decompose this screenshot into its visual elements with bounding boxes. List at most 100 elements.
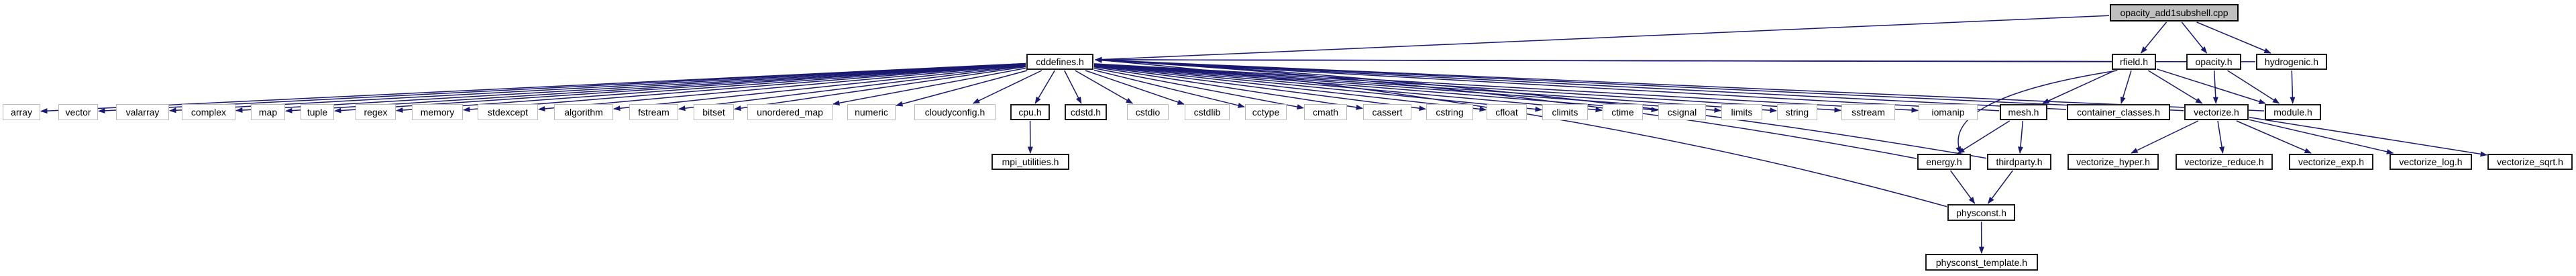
graph-node-fstream: fstream (629, 104, 678, 120)
edge-cddefines-h-to-stdexcept (538, 64, 1026, 111)
graph-node-module-h[interactable]: module.h (2265, 104, 2321, 120)
graph-node-memory: memory (412, 104, 463, 120)
graph-node-ctime: ctime (1603, 104, 1643, 120)
graph-node-hydrogenic-h[interactable]: hydrogenic.h (2256, 54, 2327, 70)
edge-cddefines-h-to-tuple (334, 63, 1026, 113)
graph-node-vectorize-exp-h[interactable]: vectorize_exp.h (2289, 154, 2373, 170)
edge-cddefines-h-to-valarray (169, 63, 1026, 113)
graph-node-algorithm: algorithm (554, 104, 613, 120)
edge-opacity-add1subshell-cpp-to-hydrogenic-h (2196, 21, 2271, 54)
graph-node-tuple: tuple (301, 104, 334, 120)
edge-rfield-h-to-vectorize-h (2147, 70, 2203, 104)
edge-thirdparty-h-to-cddefines-h (1095, 57, 1987, 159)
graph-node-cstdio: cstdio (1127, 104, 1169, 120)
edge-vectorize-h-to-vectorize-log-h (2249, 119, 2394, 154)
graph-node-csignal: csignal (1658, 104, 1706, 120)
edge-cddefines-h-to-array (40, 62, 1026, 114)
graph-node-string: string (1777, 104, 1817, 120)
edge-mesh-h-to-thirdparty-h (2017, 120, 2024, 154)
edge-cddefines-h-to-cctype (1093, 69, 1245, 108)
edge-cddefines-h-to-map (285, 63, 1026, 113)
graph-node-mesh-h[interactable]: mesh.h (2000, 104, 2047, 120)
edge-opacity-add1subshell-cpp-to-opacity-h (2181, 21, 2208, 54)
edge-cddefines-h-to-unordered-map (833, 67, 1026, 106)
edge-cddefines-h-to-complex (235, 63, 1026, 113)
edge-cddefines-h-to-fstream (678, 65, 1026, 111)
edge-vectorize-h-to-vectorize-sqrt-h (2249, 117, 2487, 157)
edge-cddefines-h-to-iomanip (1093, 63, 1919, 113)
edge-mesh-h-to-energy-h (1957, 120, 2010, 154)
edge-cddefines-h-to-cstdio (1075, 70, 1134, 104)
graph-node-valarray: valarray (116, 104, 169, 120)
graph-node-vectorize-h[interactable]: vectorize.h (2184, 104, 2249, 120)
graph-node-climits: climits (1542, 104, 1588, 120)
edge-vectorize-h-to-vectorize-hyper-h (2131, 120, 2199, 154)
edge-cddefines-h-to-cstring (1093, 65, 1426, 111)
graph-node-opacity-h[interactable]: opacity.h (2186, 54, 2241, 70)
edge-cddefines-h-to-limits (1093, 64, 1721, 113)
graph-node-cassert: cassert (1363, 104, 1411, 120)
edge-energy-h-to-cddefines-h (1095, 57, 1917, 159)
edge-cddefines-h-to-numeric (896, 70, 1028, 107)
edge-vectorize-h-to-vectorize-exp-h (2236, 120, 2312, 154)
graph-node-vectorize-hyper-h[interactable]: vectorize_hyper.h (2068, 154, 2159, 170)
edge-opacity-add1subshell-cpp-to-cddefines-h (1095, 15, 2110, 62)
graph-node-mpi-utilities-h[interactable]: mpi_utilities.h (991, 154, 1069, 170)
edge-physconst-h-to-cddefines-h (1095, 57, 1947, 208)
edge-opacity-add1subshell-cpp-to-rfield-h (2141, 21, 2167, 54)
edge-cddefines-h-to-bitset (734, 66, 1026, 111)
edge-cddefines-h-to-cdstd-h (1064, 70, 1082, 104)
graph-node-thirdparty-h[interactable]: thirdparty.h (1987, 154, 2051, 170)
edge-rfield-h-to-mesh-h (2042, 70, 2115, 104)
graph-node-vector: vector (58, 104, 98, 120)
graph-node-cctype: cctype (1245, 104, 1287, 120)
graph-node-cpu-h[interactable]: cpu.h (1010, 104, 1050, 120)
graph-node-cstring: cstring (1426, 104, 1473, 120)
edge-hydrogenic-h-to-cddefines-h (1095, 57, 2256, 63)
edge-cddefines-h-to-cpu-h (1034, 70, 1055, 104)
graph-node-complex: complex (182, 104, 235, 120)
graph-node-cmath: cmath (1304, 104, 1347, 120)
graph-node-stdexcept: stdexcept (478, 104, 538, 120)
edge-cddefines-h-to-memory (463, 64, 1026, 113)
graph-node-opacity-add1subshell-cpp[interactable]: opacity_add1subshell.cpp (2110, 4, 2239, 21)
edge-rfield-h-to-container-classes-h (2120, 70, 2132, 104)
edge-cddefines-h-to-cassert (1093, 66, 1363, 110)
graph-node-energy-h[interactable]: energy.h (1917, 154, 1971, 170)
edge-thirdparty-h-to-physconst-h (1987, 170, 2013, 204)
edge-cddefines-h-to-cfloat (1093, 64, 1487, 112)
graph-node-physconst-h[interactable]: physconst.h (1947, 204, 2015, 221)
graph-node-cfloat: cfloat (1487, 104, 1527, 120)
graph-node-cdstd-h[interactable]: cdstd.h (1065, 104, 1107, 120)
graph-node-bitset: bitset (694, 104, 734, 120)
graph-node-array: array (3, 104, 40, 120)
graph-node-physconst-template-h[interactable]: physconst_template.h (1925, 254, 2038, 271)
graph-node-cloudyconfig-h: cloudyconfig.h (914, 104, 996, 120)
graph-node-cddefines-h[interactable]: cddefines.h (1026, 54, 1093, 70)
edge-container-classes-h-to-cddefines-h (1095, 57, 2067, 110)
graph-node-unordered-map: unordered_map (747, 104, 833, 120)
edge-vectorize-h-to-cddefines-h (1095, 57, 2184, 111)
graph-node-regex: regex (356, 104, 396, 120)
edge-module-h-to-cddefines-h (1095, 57, 2265, 111)
edge-opacity-h-to-vectorize-h (2212, 70, 2218, 104)
edge-cddefines-h-to-cloudyconfig-h (972, 70, 1042, 104)
graph-node-rfield-h[interactable]: rfield.h (2112, 54, 2156, 70)
edge-cddefines-h-to-regex (396, 64, 1026, 113)
graph-node-vectorize-reduce-h[interactable]: vectorize_reduce.h (2176, 154, 2273, 170)
edge-vectorize-h-to-vectorize-reduce-h (2217, 120, 2224, 154)
edge-rfield-h-to-module-h (2156, 68, 2266, 104)
edge-opacity-h-to-module-h (2227, 70, 2280, 104)
edge-cddefines-h-to-vector (98, 62, 1026, 113)
edge-cddefines-h-to-cmath (1093, 67, 1304, 109)
graph-node-vectorize-sqrt-h[interactable]: vectorize_sqrt.h (2487, 154, 2573, 170)
graph-node-iomanip: iomanip (1919, 104, 1978, 120)
edge-cddefines-h-to-cstdlib (1085, 70, 1185, 105)
edge-mesh-h-to-cddefines-h (1095, 57, 2000, 111)
graph-node-container-classes-h[interactable]: container_classes.h (2067, 104, 2170, 120)
edge-cddefines-h-to-climits (1093, 64, 1542, 112)
graph-node-vectorize-log-h[interactable]: vectorize_log.h (2390, 154, 2472, 170)
graph-node-map: map (251, 104, 285, 120)
